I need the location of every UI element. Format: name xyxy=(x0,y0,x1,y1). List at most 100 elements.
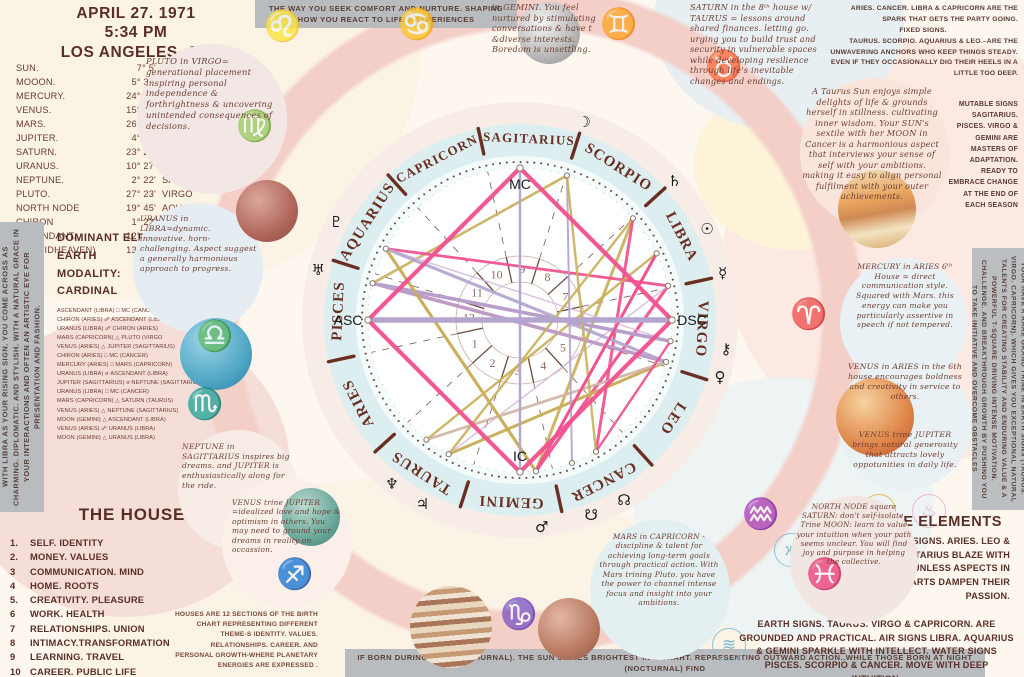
aspect-line-item: VENUS (ARIES) △ NEPTUNE (SAGITTARIUS) xyxy=(57,407,179,414)
zodiac-label-virgo: VIRGO xyxy=(691,299,711,358)
axis-point-marker xyxy=(668,316,676,324)
virgo-maiden-illustration: ♍ xyxy=(236,110,274,143)
houses-title: THE HOUSES xyxy=(78,505,198,524)
house-sector-tick xyxy=(547,276,568,295)
axis-label-asc: ASC xyxy=(333,312,363,328)
house-label: COMMUNICATION. MIND xyxy=(30,565,145,577)
gemini-twins-illustration: ♊ xyxy=(600,8,638,41)
aspect-line xyxy=(384,247,538,473)
degree-tick-dot xyxy=(667,265,670,268)
house-number: 10 xyxy=(491,268,503,282)
mars-glyph-icon: ♂ xyxy=(535,517,549,536)
saturn-glyph-icon: ♄ xyxy=(667,171,682,190)
house-number: 10 xyxy=(10,665,21,677)
house-number: 5 xyxy=(560,341,566,355)
house-cusp-line xyxy=(539,175,567,260)
degree-tick-dot xyxy=(658,392,661,395)
aspect-line-item: CHIRON (ARIES) ☍ ASCENDANT (LIBRA) xyxy=(57,317,169,324)
planet-name: MOOON. xyxy=(16,76,56,87)
script-note-mercury: MERCURY in ARIES 6ᵗʰ House = direct comm… xyxy=(856,262,954,330)
fixed-signs-block: ARIES. CANCER. LIBRA & CAPRICORN ARE THE… xyxy=(828,4,1018,80)
degree-tick-dot xyxy=(539,475,542,478)
axis-point-marker xyxy=(364,316,372,324)
degree-tick-dot xyxy=(464,467,467,470)
degree-tick-dot xyxy=(361,311,364,314)
planet-degree: 5° 39' xyxy=(131,76,156,87)
moon-glyph-icon: ☽ xyxy=(577,113,591,132)
house-sector-tick xyxy=(476,272,495,293)
degree-tick-dot xyxy=(659,246,662,249)
mercury-glyph-icon: ☿ xyxy=(718,264,728,283)
house-number: 3 xyxy=(515,364,521,378)
degree-tick-dot xyxy=(572,467,575,470)
aspect-line-item: MARS (CAPRICORN) △ SATURN (TAURUS) xyxy=(57,398,174,405)
house-sector-tick xyxy=(505,257,513,284)
degree-tick-dot xyxy=(625,435,628,438)
degree-tick-dot xyxy=(407,206,410,209)
planet-point-saturn xyxy=(629,215,637,222)
degree-tick-dot xyxy=(372,378,375,382)
planet-point-uranus xyxy=(369,280,376,287)
degree-tick-dot xyxy=(492,163,495,166)
degree-tick-dot xyxy=(366,277,369,280)
aspect-line-item: MOON (GEMINI) △ URANUS (LIBRA) xyxy=(57,434,156,441)
axis-label-mc: MC xyxy=(509,176,531,192)
house-label: HOME. ROOTS xyxy=(30,579,99,591)
chart-wheel-svg: 123456789101112 xyxy=(302,102,738,538)
degree-tick-dot xyxy=(364,352,367,355)
zodiac-divider-tick xyxy=(458,480,471,509)
natal-chart-wheel[interactable]: 123456789101112 ARIESTAURUSGEMINICANCERL… xyxy=(300,100,740,540)
degree-tick-dot xyxy=(674,346,677,350)
planet-name: VENUS. xyxy=(16,104,52,115)
aspect-line xyxy=(371,174,569,285)
degree-tick-dot xyxy=(540,162,543,165)
planet-name: MERCURY. xyxy=(16,90,66,101)
birth-date: APRIL 27. 1971 xyxy=(76,5,196,22)
northnode-glyph-icon: ☊ xyxy=(617,491,631,510)
degree-tick-dot xyxy=(406,430,409,433)
fixed-signs-heading: FIXED SIGNS. xyxy=(899,26,947,34)
degree-tick-dot xyxy=(504,476,507,479)
aspect-line-item: MERCURY (ARIES) □ MARS (CAPRICORN) xyxy=(57,362,173,369)
degree-tick-dot xyxy=(382,239,385,242)
planet-point-moon xyxy=(563,172,571,179)
degree-tick-dot xyxy=(445,458,448,461)
water-element-icon: ≋ xyxy=(712,628,746,662)
grand-cross-edge xyxy=(365,317,523,475)
uranus-glyph-icon: ♅ xyxy=(311,260,325,279)
degree-tick-dot xyxy=(546,163,550,166)
degree-tick-dot xyxy=(620,440,623,443)
degree-tick-dot xyxy=(505,161,508,164)
grand-cross-edge xyxy=(517,165,675,323)
aspect-line xyxy=(370,281,673,343)
scorpio-scorpion-illustration: ♏ xyxy=(186,388,224,421)
jupiter-photo xyxy=(410,586,492,668)
degree-tick-dot xyxy=(676,305,679,308)
degree-tick-dot xyxy=(440,181,443,184)
degree-tick-dot xyxy=(669,366,672,370)
degree-tick-dot xyxy=(417,197,420,200)
planet-name: PLUTO. xyxy=(16,188,51,199)
degree-tick-dot xyxy=(434,185,437,188)
degree-tick-dot xyxy=(604,185,607,189)
zodiac-divider-tick xyxy=(476,126,486,156)
degree-tick-dot xyxy=(363,345,366,348)
degree-tick-dot xyxy=(385,403,388,406)
degree-tick-dot xyxy=(586,175,589,179)
degree-tick-dot xyxy=(662,252,665,255)
degree-tick-dot xyxy=(433,451,436,455)
house-label: SELF. IDENTITY xyxy=(30,537,104,548)
degree-tick-dot xyxy=(361,304,364,307)
degree-tick-dot xyxy=(393,222,397,225)
jupiter-glyph-icon: ♃ xyxy=(415,494,430,513)
degree-tick-dot xyxy=(398,216,401,220)
degree-tick-dot xyxy=(631,207,634,210)
degree-tick-dot xyxy=(402,211,405,214)
house-label: WORK. HEALTH xyxy=(30,608,105,620)
planet-point-neptune xyxy=(423,436,430,443)
aspect-line xyxy=(385,247,672,342)
degree-tick-dot xyxy=(614,444,617,447)
planet-name: JUPITER. xyxy=(16,132,59,143)
